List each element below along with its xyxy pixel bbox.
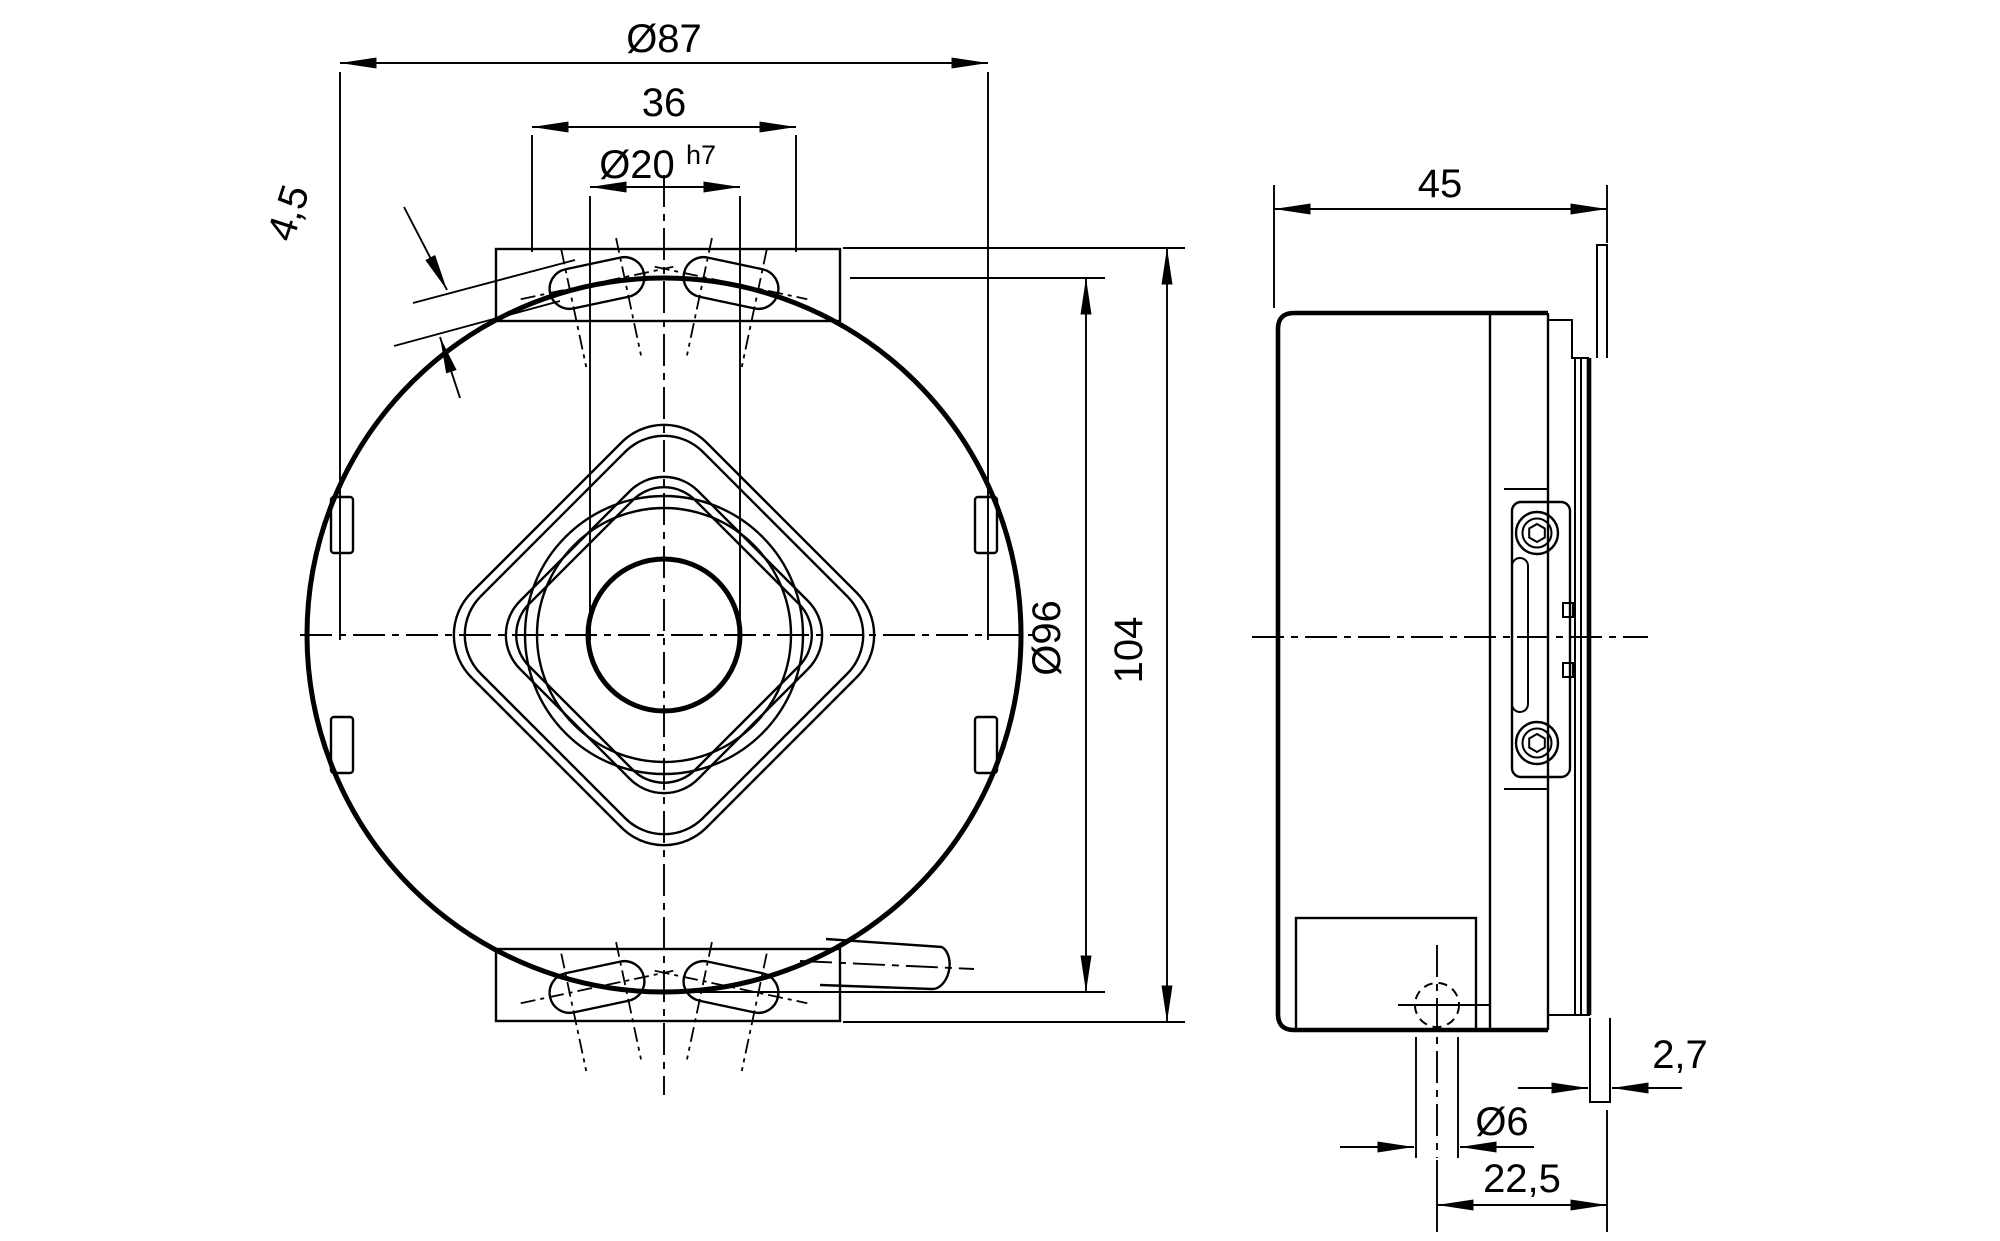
flange-contour-outer-2 — [463, 434, 865, 836]
shaft-diameter-label: Ø20 — [599, 143, 675, 187]
bottom-plate-outline — [494, 947, 842, 1023]
body-diameter-label: Ø96 — [1025, 600, 1069, 676]
spring-plate-thickness-label: 2,7 — [1652, 1033, 1708, 1077]
top-slot-right — [654, 237, 808, 368]
dim-shaft-diameter: Ø20 h7 — [589, 140, 741, 640]
screw-upper — [1514, 510, 1560, 556]
clamp-bracket — [1504, 488, 1574, 790]
spring-plate — [1589, 244, 1611, 1103]
side-body-outline — [1275, 310, 1548, 1033]
outer-body-circle — [304, 275, 1024, 995]
front-view: Ø87 36 Ø20 h7 4,5 Ø96 — [259, 17, 1185, 1095]
slot-width-label: 4,5 — [259, 180, 318, 246]
bottom-slot-left — [520, 941, 674, 1072]
cable-offset-label: 22,5 — [1483, 1157, 1561, 1201]
hub-circle-outer — [523, 494, 805, 776]
flange-contour-inner-1 — [504, 475, 824, 795]
dim-depth: 45 — [1273, 162, 1608, 308]
shaft-tolerance-label: h7 — [686, 140, 716, 170]
side-view: 45 2,7 Ø6 22,5 — [1252, 162, 1708, 1232]
dim-slot-width: 4,5 — [259, 180, 576, 399]
bracket-slot — [1511, 557, 1529, 713]
dim-body-diameter: Ø96 — [690, 277, 1105, 993]
flange-contour-outer-1 — [452, 423, 876, 847]
dim-overall-height: 104 — [843, 247, 1185, 1023]
left-tab-upper — [329, 495, 355, 555]
screw-lower — [1514, 720, 1560, 766]
right-tab-lower — [973, 715, 999, 775]
dim-slot-span: 36 — [531, 81, 797, 252]
flange-diameter-label: Ø87 — [626, 17, 702, 61]
side-rear-steps — [1548, 319, 1592, 1016]
right-tab-upper — [973, 495, 999, 555]
dim-flange-diameter: Ø87 — [339, 17, 989, 640]
cable-diameter-label: Ø6 — [1475, 1100, 1528, 1144]
depth-label: 45 — [1418, 162, 1463, 206]
connector-block — [1294, 916, 1490, 1158]
overall-height-label: 104 — [1107, 617, 1151, 684]
bottom-mounting-plate — [494, 941, 842, 1072]
dim-cable-diameter: Ø6 — [1340, 1037, 1534, 1158]
slot-span-label: 36 — [642, 81, 687, 125]
left-tab-lower — [329, 715, 355, 775]
dim-spring-plate-thickness: 2,7 — [1518, 1033, 1708, 1094]
top-plate-outline — [494, 247, 842, 323]
bottom-slot-right — [654, 941, 808, 1072]
hub-circle-inner — [535, 506, 793, 764]
cable-front — [799, 937, 975, 991]
dim-cable-offset: 22,5 — [1436, 1110, 1608, 1232]
